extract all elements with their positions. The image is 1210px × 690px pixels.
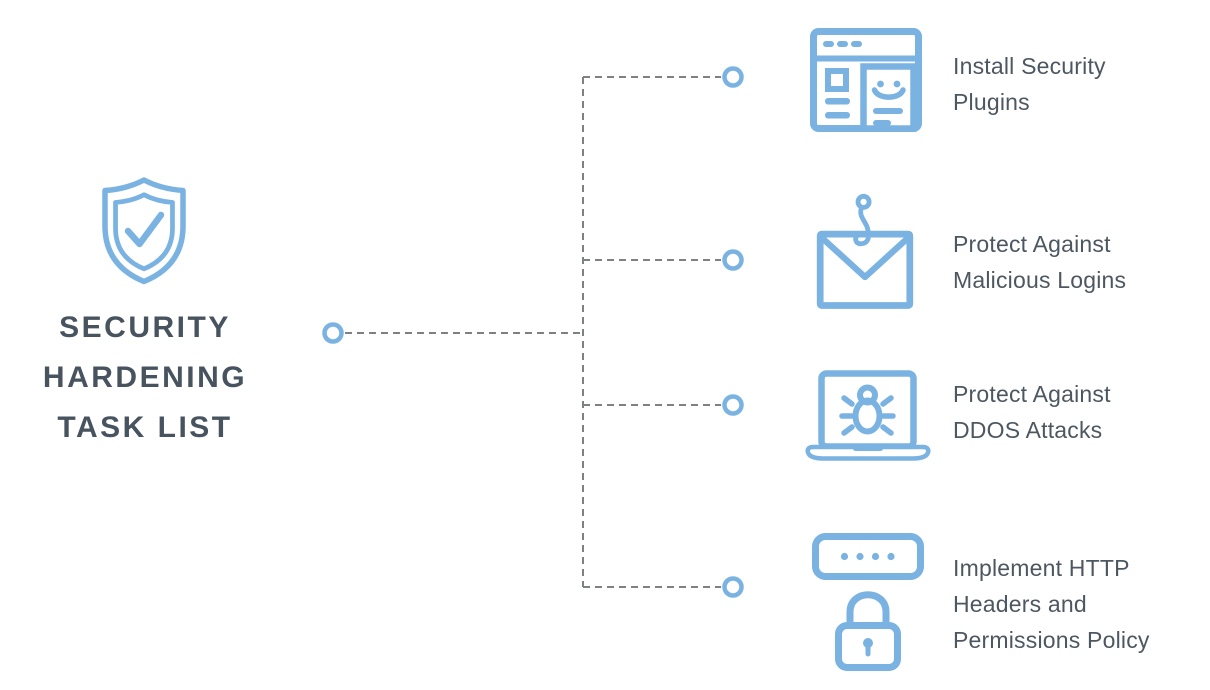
connector-node — [722, 249, 744, 271]
task-label: Implement HTTP Headers and Permissions P… — [953, 555, 1150, 653]
laptop-bug-icon — [805, 370, 931, 464]
task-label: Protect Against Malicious Logins — [953, 231, 1127, 293]
password-lock-icon — [812, 533, 924, 671]
connector-node — [722, 576, 744, 598]
connector-node — [322, 322, 344, 344]
shield-check-icon — [97, 175, 191, 287]
browser-plugins-icon — [810, 28, 922, 132]
hub-title: SECURITY HARDENING TASK LIST — [42, 311, 248, 444]
connector-node — [722, 394, 744, 416]
task-label: Protect Against DDOS Attacks — [953, 381, 1111, 443]
task-label: Install Security Plugins — [953, 53, 1106, 115]
connector-node — [722, 66, 744, 88]
phishing-email-icon — [812, 192, 918, 310]
